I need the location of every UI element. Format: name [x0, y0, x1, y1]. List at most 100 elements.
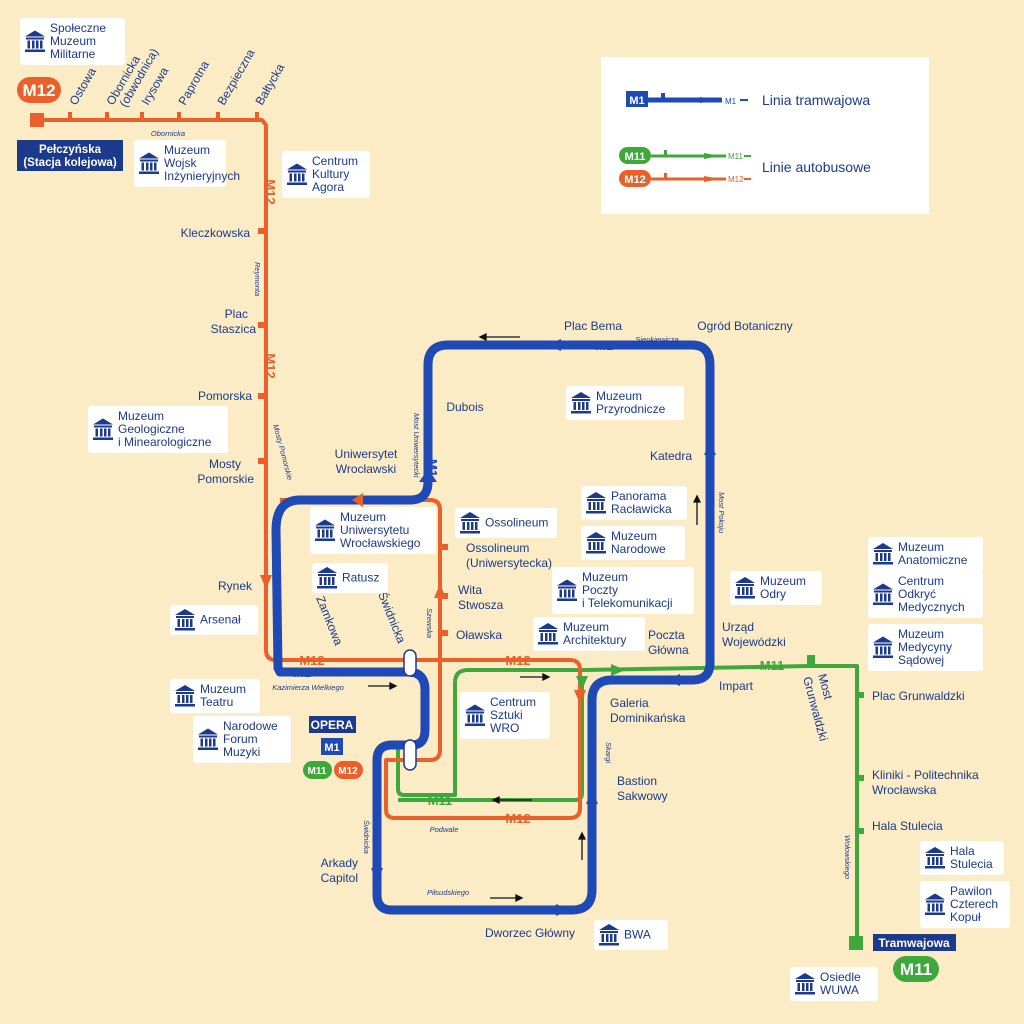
poi-layer: SpołeczneMuzeumMilitarneMuzeumWojskInżyn… [20, 18, 1010, 1001]
poi-card-text: i Telekomunikacji [582, 596, 673, 610]
poi-card-text: Muzeum [760, 574, 806, 588]
poi-card-text: Narodowe [223, 719, 278, 733]
poi-card-ossolineum[interactable]: Ossolineum [455, 508, 557, 538]
svg-text:Tramwajowa: Tramwajowa [878, 936, 950, 950]
poi-card-text: Architektury [563, 633, 626, 647]
svg-text:Wołowskiego: Wołowskiego [843, 835, 852, 879]
poi-card-text: Muzeum [340, 510, 386, 524]
svg-text:M12: M12 [728, 175, 744, 184]
transfer-marker-opera-south [403, 739, 417, 771]
svg-text:M11: M11 [900, 960, 932, 979]
poi-card-text: Wrocławskiego [340, 536, 421, 550]
poi-card-text: Społeczne [50, 21, 106, 35]
svg-text:M11: M11 [728, 152, 744, 161]
svg-text:M12: M12 [505, 811, 530, 826]
svg-text:Skargi: Skargi [604, 742, 613, 764]
poi-card-text: Muzeum [582, 570, 628, 584]
svg-text:OPERA: OPERA [311, 718, 354, 732]
m11-end-badge[interactable]: M11 [893, 956, 939, 982]
poi-card-text: Agora [312, 180, 344, 194]
svg-text:Wrocławski: Wrocławski [336, 462, 396, 476]
terminal-pelczynska[interactable]: Pełczyńska (Stacja kolejowa) [17, 140, 123, 171]
station-rynek: Rynek [218, 579, 253, 593]
station-impart: Impart [719, 679, 754, 693]
poi-card-text: Wojsk [164, 156, 197, 170]
transfer-marker-opera-north [403, 649, 417, 677]
legend-bus-rows: M11 M11 M12 M12 Linie autobusowe [619, 147, 871, 187]
poi-card-text: WRO [490, 721, 519, 735]
poi-card-text: Panorama [611, 489, 667, 503]
terminal-opera[interactable]: OPERA M1 M11 M12 [303, 716, 363, 779]
svg-text:M1: M1 [725, 97, 737, 106]
poi-card-text: Anatomiczne [898, 553, 968, 567]
svg-text:M11: M11 [760, 658, 785, 673]
flow-arrows [368, 332, 702, 903]
station-kleczkowska: Kleczkowska [181, 226, 251, 240]
svg-text:M1: M1 [324, 742, 339, 754]
svg-text:Reymonta: Reymonta [253, 262, 262, 296]
m12-start-badge[interactable]: M12 [17, 77, 61, 103]
poi-card-text: Poczty [582, 583, 618, 597]
svg-text:M1: M1 [629, 95, 644, 107]
station-urzad-wojewodzki: Urząd [722, 620, 754, 634]
poi-card-bwa[interactable]: BWA [594, 920, 668, 950]
poi-card-text: Stulecia [950, 857, 993, 871]
poi-card-text: Inżynieryjnych [164, 169, 240, 183]
svg-text:Podwale: Podwale [430, 825, 459, 834]
svg-text:Obornicka: Obornicka [151, 129, 185, 138]
m11-station-ticks [807, 655, 864, 950]
station-bastion-sakwowy: Bastion [617, 774, 657, 788]
poi-card-ratusz[interactable]: Ratusz [312, 563, 388, 593]
svg-text:Główna: Główna [648, 643, 689, 657]
poi-card-text: Militarne [50, 47, 96, 61]
m11-direction-arrows [576, 664, 625, 690]
poi-card-text: Muzeum [596, 389, 642, 403]
svg-text:M12: M12 [263, 179, 278, 204]
terminal-tramwajowa[interactable]: Tramwajowa [873, 934, 956, 951]
svg-text:Capitol: Capitol [321, 871, 358, 885]
station-ogrod-botaniczny: Ogród Botaniczny [697, 319, 792, 333]
svg-text:Piłsudskiego: Piłsudskiego [427, 888, 469, 897]
svg-text:Sakwowy: Sakwowy [617, 789, 668, 803]
poi-card-text: Przyrodnicze [596, 402, 666, 416]
station-poczta-glowna: Poczta [648, 628, 685, 642]
legend-tram-row: M1 M1 Linia tramwajowa [626, 91, 870, 108]
station-arkady-capitol: Arkady [321, 856, 358, 870]
svg-text:Wrocławska: Wrocławska [872, 783, 937, 797]
station-dworzec-glowny: Dworzec Główny [485, 926, 575, 940]
inline-line-labels: M12 M12 M12 M12 M12 M1 M1 M1 M11 M11 [263, 179, 784, 826]
station-galeria-dominikanska: Galeria [610, 696, 649, 710]
poi-card-text: Muzyki [223, 745, 260, 759]
poi-card-text: Muzeum [164, 143, 210, 157]
svg-text:Most Uniwersytecki: Most Uniwersytecki [412, 413, 421, 478]
station-katedra: Katedra [650, 449, 692, 463]
legend: M1 M1 Linia tramwajowa M11 M11 M12 M12 L… [601, 57, 929, 214]
poi-card-text: Muzeum [200, 682, 246, 696]
poi-card-text: Centrum [898, 574, 944, 588]
svg-text:Most Pokoju: Most Pokoju [717, 492, 726, 534]
poi-card-arsenal[interactable]: Arsenał [170, 605, 258, 635]
svg-text:Kazimierza Wielkiego: Kazimierza Wielkiego [272, 683, 344, 692]
station-olawska: Oławska [456, 628, 502, 642]
poi-card-text: Muzeum [50, 34, 96, 48]
